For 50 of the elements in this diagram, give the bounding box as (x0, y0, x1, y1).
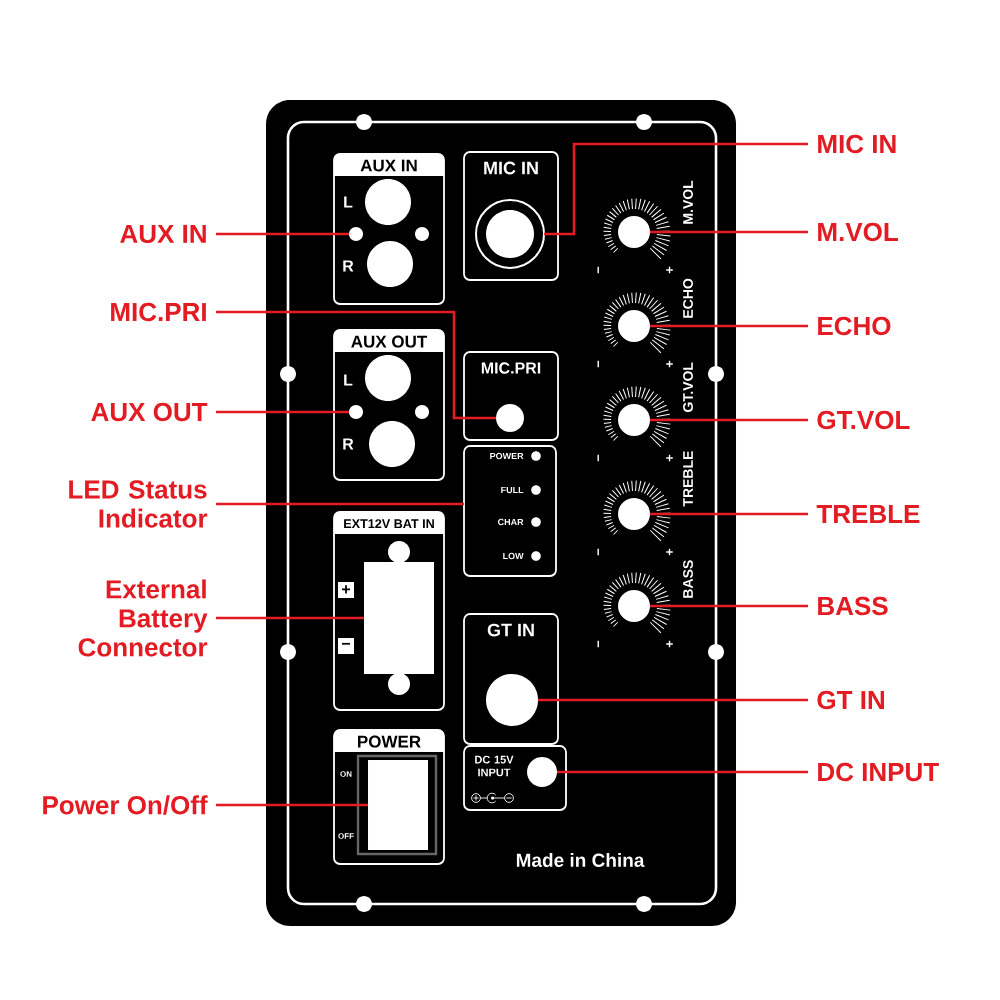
callout-label: AUX IN (120, 224, 206, 244)
callout-label: MIC IN (818, 134, 896, 154)
jack-socket (475, 199, 545, 269)
xlr-socket (365, 355, 411, 401)
module-box: MIC IN (463, 151, 559, 281)
jack-socket (486, 674, 538, 726)
leader-line (650, 604, 808, 608)
leader-line (650, 324, 808, 328)
callout-label: Power On/Off (43, 795, 208, 815)
leader-line (216, 616, 364, 620)
leader-line (216, 502, 464, 506)
xlr-socket (367, 241, 413, 287)
push-button (496, 404, 524, 432)
channel-label: L (344, 196, 353, 208)
callout-label: GT IN (817, 690, 884, 710)
jack-socket (527, 757, 557, 787)
callout-label: External Battery Connector (78, 579, 208, 657)
leader-line (216, 410, 349, 414)
xlr-socket (369, 421, 415, 467)
xlr-socket (365, 179, 411, 225)
battery-socket (364, 541, 434, 695)
rocker-switch (356, 754, 438, 856)
callout-label: LED Status Indicator (69, 480, 208, 528)
leader-line (650, 512, 808, 516)
channel-label: R (343, 438, 354, 450)
module-box: GT IN (463, 613, 559, 745)
leader-line (544, 142, 808, 236)
channel-label: R (343, 260, 354, 272)
module-box: MIC.PRI (463, 351, 559, 441)
callout-label: ECHO (818, 316, 891, 336)
latch-dot (349, 227, 363, 241)
callout-label: M.VOL (818, 222, 898, 242)
panel-text: Made in China (516, 853, 645, 867)
channel-label: L (344, 374, 353, 386)
polarity-sign: + (338, 582, 354, 598)
callout-label: BASS (818, 596, 888, 616)
leader-line (216, 232, 349, 236)
callout-label: AUX OUT (91, 402, 208, 422)
leader-line (557, 770, 808, 774)
callout-label: TREBLE (816, 505, 920, 523)
leader-line (216, 803, 368, 807)
leader-line (650, 230, 808, 234)
callout-label: GT.VOL (817, 410, 910, 430)
leader-line (216, 310, 496, 420)
polarity-sign: − (338, 638, 354, 654)
callout-label: MIC.PRI (111, 302, 206, 322)
callout-label: DC INPUT (818, 762, 939, 782)
leader-line (538, 698, 808, 702)
latch-dot (349, 405, 363, 419)
leader-line (650, 418, 808, 422)
